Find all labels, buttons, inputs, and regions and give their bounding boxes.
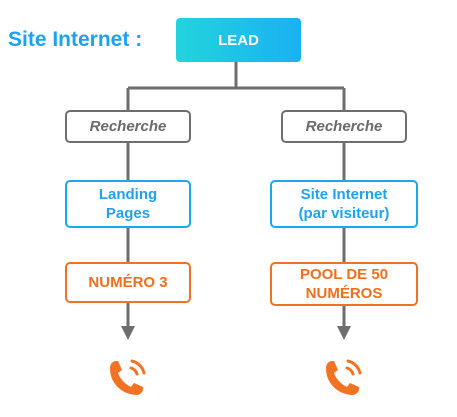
lead-label: LEAD	[218, 31, 259, 49]
left-landing-pages-label: Landing Pages	[98, 186, 158, 222]
right-search-label: Recherche	[305, 118, 383, 135]
right-number-pool-box: POOL DE 50 NUMÉROS	[270, 262, 418, 306]
lead-box: LEAD	[176, 18, 301, 62]
phone-ringing-icon	[110, 359, 146, 395]
left-landing-pages-box: Landing Pages	[65, 180, 191, 228]
left-search-label: Recherche	[89, 118, 167, 135]
left-search-box: Recherche	[65, 110, 191, 143]
left-number-label: NUMÉRO 3	[88, 274, 168, 291]
right-search-box: Recherche	[281, 110, 407, 143]
arrow-head-right	[337, 326, 351, 340]
left-number-box: NUMÉRO 3	[65, 262, 191, 303]
diagram-title: Site Internet :	[8, 28, 143, 51]
right-number-pool-label: POOL DE 50 NUMÉROS	[299, 266, 389, 302]
arrow-head-left	[121, 326, 135, 340]
phone-ringing-icon	[326, 359, 362, 395]
right-website-label: Site Internet (par visiteur)	[298, 186, 390, 222]
right-website-box: Site Internet (par visiteur)	[270, 180, 418, 228]
